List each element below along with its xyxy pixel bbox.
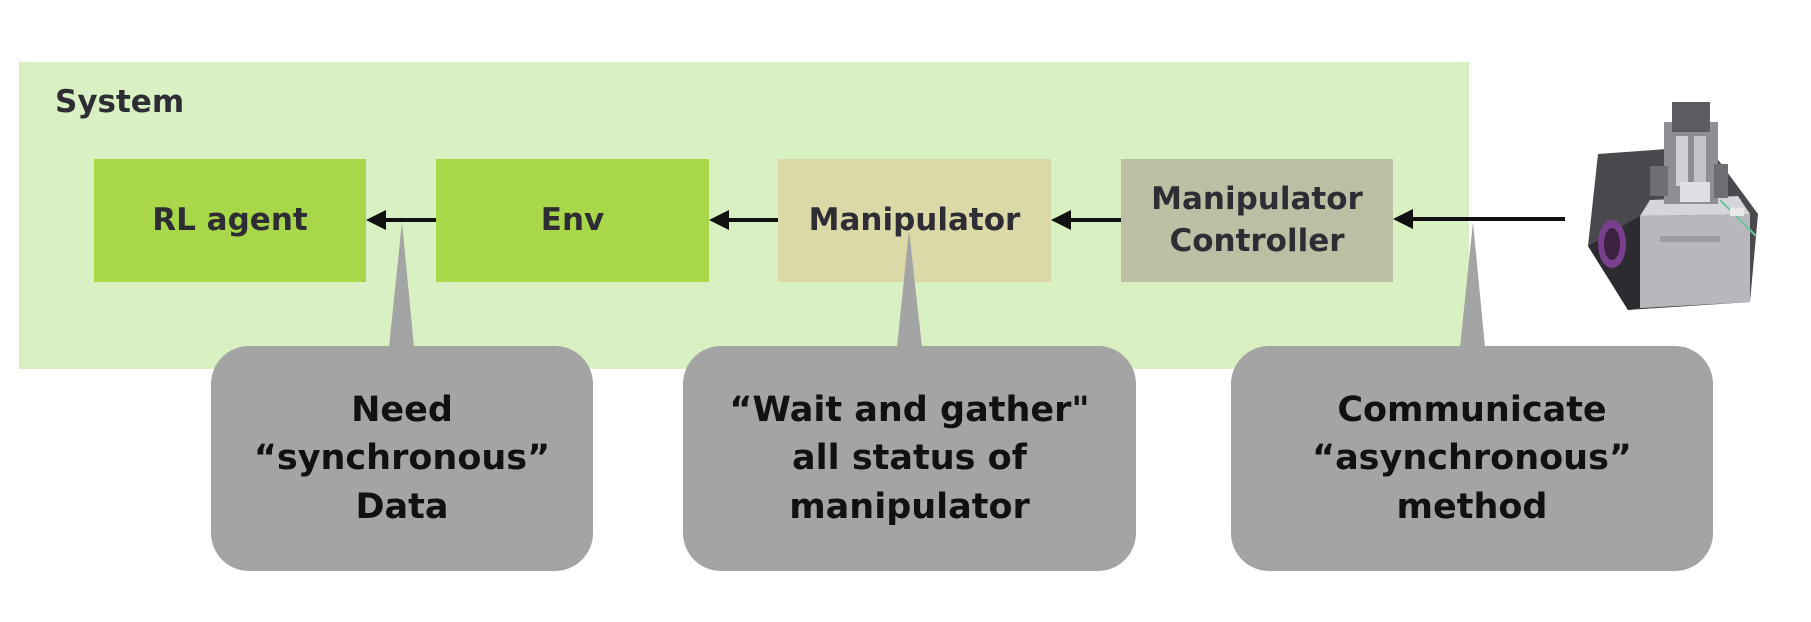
arrow-manipulator-to-env: [709, 210, 778, 230]
callout-synchronous-data: Need “synchronous” Data: [211, 346, 593, 571]
manipulator-controller-label-line2: Controller: [1169, 222, 1345, 259]
callout-async-line3: method: [1396, 486, 1548, 527]
env-label: Env: [540, 201, 605, 238]
rl-agent-node: RL agent: [94, 159, 366, 282]
env-node: Env: [436, 159, 709, 282]
callout-tail-gather: [897, 230, 922, 347]
callout-asynchronous-method: Communicate “asynchronous” method: [1231, 346, 1713, 571]
callout-wait-and-gather: “Wait and gather" all status of manipula…: [683, 346, 1136, 571]
callout-gather-line2: all status of: [792, 438, 1027, 479]
manipulator-label: Manipulator: [808, 201, 1021, 238]
callout-tail-sync: [389, 222, 414, 347]
arrow-env-to-rl-agent: [366, 210, 436, 230]
manipulator-controller-node: Manipulator Controller: [1121, 159, 1393, 282]
callout-sync-line3: Data: [355, 486, 449, 527]
callout-async-line2: “asynchronous”: [1312, 438, 1632, 479]
callout-sync-line1: Need: [351, 390, 453, 431]
callout-gather-line3: manipulator: [789, 486, 1030, 527]
callout-sync-line2: “synchronous”: [253, 438, 551, 479]
callout-async-line1: Communicate: [1337, 390, 1607, 431]
arrow-controller-to-manipulator: [1051, 210, 1121, 230]
robot-manipulator-image: [1588, 102, 1758, 310]
arrow-device-to-controller: [1393, 209, 1565, 229]
manipulator-controller-label-line1: Manipulator: [1151, 180, 1363, 217]
system-label: System: [55, 84, 185, 120]
rl-agent-label: RL agent: [152, 201, 308, 238]
manipulator-node: Manipulator: [778, 159, 1051, 282]
callout-tail-async: [1460, 222, 1485, 347]
callout-gather-line1: “Wait and gather": [729, 390, 1090, 431]
